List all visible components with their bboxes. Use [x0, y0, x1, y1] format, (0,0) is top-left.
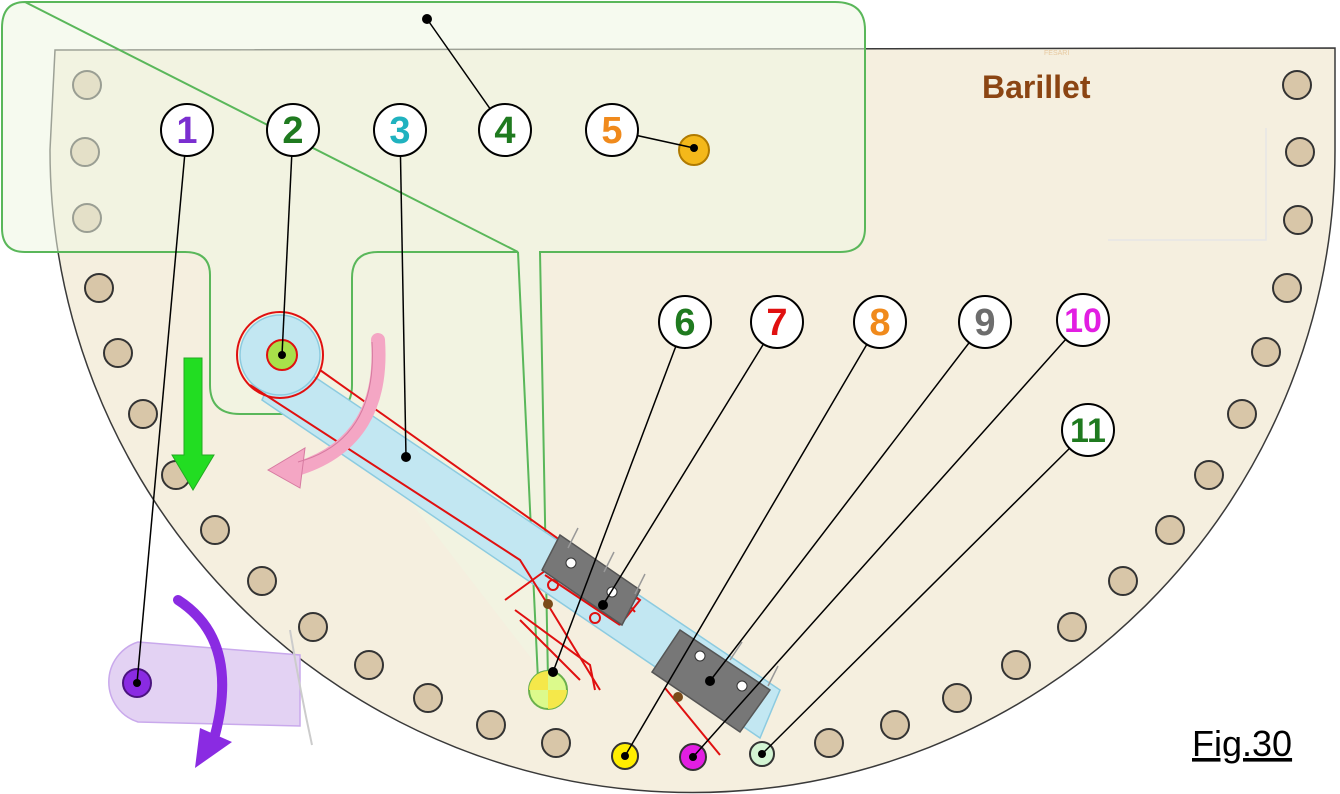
- callout-circle: [750, 295, 804, 349]
- barrel-hole: [1282, 70, 1312, 100]
- purple-rotation-arrow: [173, 595, 232, 768]
- callout-circle: [266, 103, 320, 157]
- pink-rotation-arrow: [267, 333, 386, 489]
- leader-dots: [133, 14, 766, 761]
- callout-circle: [1061, 403, 1115, 457]
- callout-circle: [373, 103, 427, 157]
- callout-label: 5: [601, 110, 622, 152]
- callout-circle: [160, 103, 214, 157]
- callout-label: 6: [674, 302, 695, 344]
- barrel-hole: [814, 728, 844, 758]
- callout-circle: [853, 295, 907, 349]
- arm-cut-mark: [289, 629, 313, 746]
- callout-5: 5: [585, 103, 639, 157]
- callout-circle: [1056, 293, 1110, 347]
- callout-label: 7: [766, 302, 787, 344]
- barrel-hole: [1057, 612, 1087, 642]
- barrel-hole: [298, 612, 328, 642]
- barrel-hole: [1283, 205, 1313, 235]
- barrel-hole: [1001, 650, 1031, 680]
- barrel-hole: [247, 566, 277, 596]
- callout-11: 11: [1061, 403, 1115, 457]
- barrel-hole: [1285, 137, 1315, 167]
- faint-frame: [1108, 128, 1267, 241]
- callout-label: 9: [974, 302, 995, 344]
- brown-dot-b: [673, 692, 683, 702]
- callout-circle: [658, 295, 712, 349]
- barrel-hole: [541, 728, 571, 758]
- barrel-hole: [1227, 399, 1257, 429]
- spring-pins: [567, 527, 779, 687]
- barrel-hole: [354, 650, 384, 680]
- purple-arm: [108, 641, 301, 727]
- callout-6: 6: [658, 295, 712, 349]
- barrel-hole: [1251, 337, 1281, 367]
- callout-label: 8: [869, 302, 890, 344]
- callout-3: 3: [373, 103, 427, 157]
- callout-10: 10: [1056, 293, 1110, 347]
- callout-circle: [478, 103, 532, 157]
- barrel-hole: [128, 399, 158, 429]
- barrel-hole: [1108, 566, 1138, 596]
- callout-label: 2: [282, 110, 303, 152]
- barrel-hole: [476, 710, 506, 740]
- brown-dot-a: [543, 599, 553, 609]
- barillet-title: Barillet: [982, 69, 1091, 105]
- callout-label: 10: [1064, 302, 1102, 340]
- grey-block-upper: [541, 533, 641, 627]
- barrel-hole: [200, 515, 230, 545]
- barrel-hole: [1272, 273, 1302, 303]
- callout-circle: [958, 295, 1012, 349]
- leader-lines: [136, 18, 1089, 758]
- callout-9: 9: [958, 295, 1012, 349]
- green-plate: [1, 0, 866, 681]
- callout-1: 1: [160, 103, 214, 157]
- barrel-hole: [880, 710, 910, 740]
- callout-8: 8: [853, 295, 907, 349]
- barrel-hole: [1155, 515, 1185, 545]
- barrel-hole: [84, 273, 114, 303]
- callout-2: 2: [266, 103, 320, 157]
- callout-7: 7: [750, 295, 804, 349]
- callout-circle: [585, 103, 639, 157]
- faint-mark: FESARI: [1044, 50, 1069, 57]
- callout-label: 1: [176, 110, 197, 152]
- green-down-arrow: [171, 357, 215, 491]
- fig-label: Fig.30: [1192, 723, 1292, 764]
- barrel-hole: [942, 683, 972, 713]
- checkered-pivot: [528, 670, 568, 710]
- callout-4: 4: [478, 103, 532, 157]
- barrel-hole: [413, 683, 443, 713]
- callouts: 1 2 3 4 5 6 7 8 9 10 11: [160, 103, 1115, 457]
- callout-label: 4: [494, 110, 515, 152]
- barrel-hole: [103, 338, 133, 368]
- callout-label: 11: [1070, 412, 1106, 450]
- callout-label: 3: [389, 110, 410, 152]
- barrel-hole: [1194, 460, 1224, 490]
